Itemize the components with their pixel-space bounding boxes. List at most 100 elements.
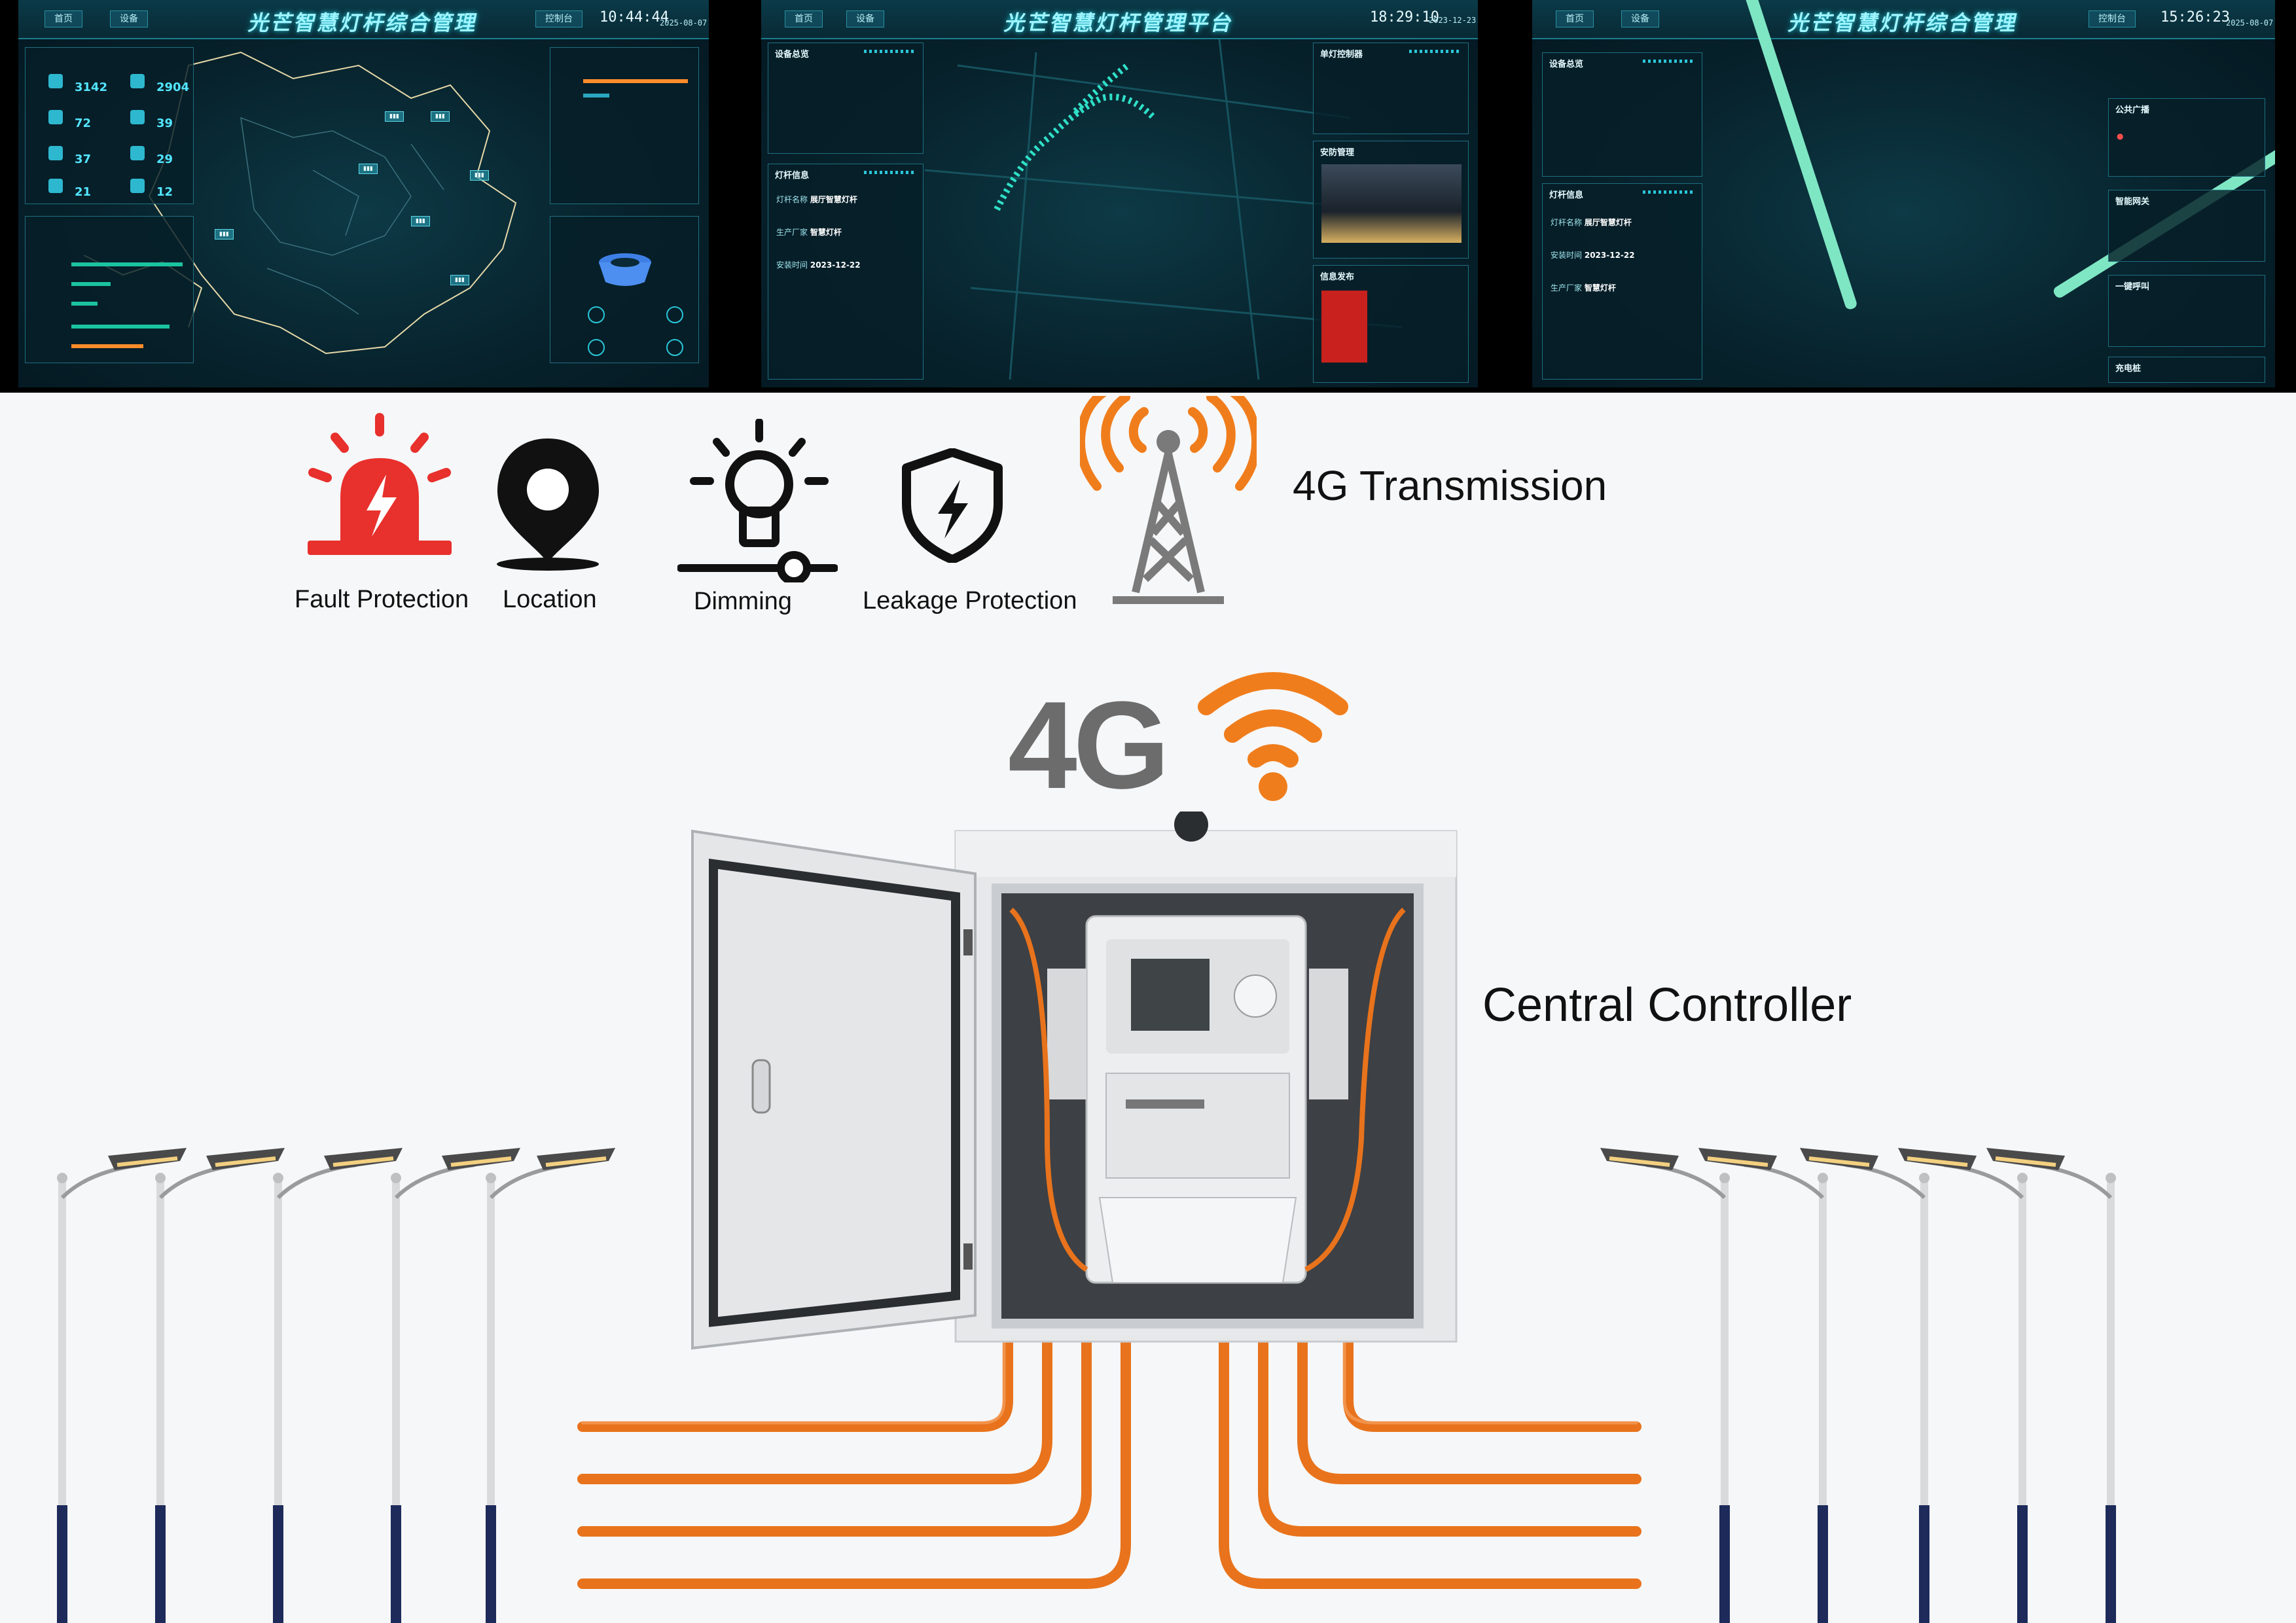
- panel-title: 充电桩: [2115, 364, 2142, 374]
- street-lamp-icon: [1698, 1148, 1828, 1623]
- device-stat-icon: [130, 74, 145, 88]
- dashboard-1: 首页 设备 光芒智慧灯杆综合管理 控制台 10:44:44 2025-08-07…: [18, 0, 709, 387]
- map-marker-label: ▮▮▮: [450, 275, 469, 285]
- camera-feed-image[interactable]: [1321, 164, 1462, 243]
- cell-tower-icon: [1075, 386, 1261, 615]
- panel-title: 单灯控制器: [1320, 50, 1363, 60]
- street-lamp-icon: [1600, 1148, 1730, 1623]
- dashboard-3-charging-panel: 充电桩: [2108, 357, 2265, 383]
- transmission-label: 4G Transmission: [1293, 462, 1607, 509]
- dashboard-2-header: 首页 设备 光芒智慧灯杆管理平台 18:29:10 2023-12-23: [761, 0, 1478, 39]
- dashboard-2-pole-info-panel: 灯杆信息 灯杆名称 展厅智慧灯杆 生产厂家 智慧灯杆 安装时间 2023-12-…: [768, 164, 924, 380]
- dashboard-3-pole-info-panel: 灯杆信息 灯杆名称 展厅智慧灯杆 安装时间 2023-12-22 生产厂家 智慧…: [1542, 183, 1702, 380]
- panel-decor: [1643, 190, 1695, 194]
- device-stat-value: 29: [156, 152, 173, 166]
- dashboard-1-device-stats-panel: 3142 2904 72 39 37 29 21 12: [25, 47, 194, 204]
- cable-bundle-shade: [581, 1333, 1638, 1425]
- street-lamp-icon: [486, 1148, 615, 1623]
- device-stat-icon: [130, 179, 145, 193]
- alarm-bar: [71, 344, 143, 348]
- pole-info-row: 灯杆名称 展厅智慧灯杆: [776, 195, 857, 204]
- feature-label-leakage-protection: Leakage Protection: [863, 587, 1077, 615]
- street-lamp-icon: [155, 1148, 285, 1623]
- dashboard-3-header: 首页 设备 光芒智慧灯杆综合管理 控制台 15:26:23 2025-08-07: [1532, 0, 2275, 39]
- dashboard-2-date: 2023-12-23: [1429, 16, 1477, 25]
- street-lamp-icon: [273, 1148, 403, 1623]
- dashboard-2-nav-home[interactable]: 首页: [785, 10, 823, 27]
- panel-decor: [1643, 60, 1695, 63]
- broadcast-status: ●: [2117, 132, 2124, 141]
- panel-title: 智能网关: [2115, 197, 2150, 207]
- dashboard-1-time: 10:44:44: [600, 9, 669, 26]
- panel-title: 设备总览: [1549, 60, 1584, 69]
- panel-decor: [864, 50, 916, 53]
- wifi-icon: [1194, 661, 1352, 804]
- dashboard-1-nav-device[interactable]: 设备: [110, 10, 148, 27]
- street-lamps: [0, 1139, 2296, 1623]
- map-marker-label: ▮▮▮: [359, 164, 378, 174]
- dashboard-2-publish-panel: 信息发布: [1313, 265, 1469, 383]
- device-stat-value: 12: [156, 185, 173, 199]
- device-stat-value: 2904: [156, 80, 190, 94]
- controller-label: Central Controller: [1482, 979, 1852, 1031]
- device-stat-value: 37: [75, 152, 92, 166]
- map-marker-label: ▮▮▮: [215, 229, 234, 240]
- online-bar: [583, 94, 609, 98]
- dashboard-2-security-panel: 安防管理: [1313, 141, 1469, 259]
- cable-bundle: [577, 1330, 1641, 1589]
- dashboard-2-lamp-controller-panel: 单灯控制器: [1313, 43, 1469, 134]
- shield-bolt-icon: [900, 448, 1005, 565]
- dashboard-2-map: [924, 39, 1403, 380]
- dashboard-3-overview-panel: 设备总览: [1542, 52, 1702, 177]
- feature-label-fault-protection: Fault Protection: [295, 586, 469, 613]
- feature-label-dimming: Dimming: [694, 588, 792, 615]
- map-marker-label: ▮▮▮: [431, 111, 450, 122]
- device-stat-icon: [48, 179, 63, 193]
- dashboard-1-energy-panel: [550, 216, 699, 363]
- dashboard-2-overview-panel: 设备总览: [768, 43, 924, 154]
- map-pin-icon: [494, 432, 602, 575]
- panel-title: 灯杆信息: [775, 171, 810, 181]
- network-4g-label: 4G: [1008, 676, 1170, 815]
- dashboard-3-nav-console[interactable]: 控制台: [2089, 10, 2136, 27]
- dashboard-3-date: 2025-08-07: [2226, 18, 2274, 27]
- device-stat-value: 39: [156, 116, 173, 130]
- panel-title: 一键呼叫: [2115, 282, 2150, 292]
- dashboard-3-nav-device[interactable]: 设备: [1621, 10, 1659, 27]
- pole-info-row: 安装时间 2023-12-22: [776, 260, 861, 270]
- dashboard-1-alarm-panel: [25, 216, 194, 363]
- alarm-bar: [71, 262, 183, 266]
- dashboard-1-nav-console[interactable]: 控制台: [535, 10, 583, 27]
- control-cabinet-icon: [691, 812, 1458, 1350]
- online-bar: [583, 79, 688, 83]
- dashboard-1-header: 首页 设备 光芒智慧灯杆综合管理 控制台 10:44:44 2025-08-07: [18, 0, 709, 39]
- panel-title: 灯杆信息: [1549, 190, 1584, 200]
- device-stat-value: 72: [75, 116, 92, 130]
- device-stat-icon: [48, 74, 63, 88]
- street-lamp-icon: [391, 1148, 520, 1623]
- dashboard-2-nav-device[interactable]: 设备: [846, 10, 884, 27]
- panel-decor: [864, 171, 916, 174]
- dimming-bulb-icon: [677, 418, 838, 585]
- energy-donut-icon: [588, 253, 683, 356]
- pole-info-row: 灯杆名称 展厅智慧灯杆: [1551, 218, 1632, 227]
- panel-title: 设备总览: [775, 50, 810, 60]
- dashboard-1-nav-home[interactable]: 首页: [45, 10, 82, 27]
- dashboard-screenshots-strip: 首页 设备 光芒智慧灯杆综合管理 控制台 10:44:44 2025-08-07…: [0, 0, 2296, 393]
- dashboard-3-gateway-panel: 智能网关: [2108, 190, 2265, 262]
- street-lamp-icon: [57, 1148, 187, 1623]
- panel-decor: [1409, 50, 1462, 53]
- feature-label-location: Location: [503, 586, 597, 613]
- panel-title: 安防管理: [1320, 148, 1355, 158]
- alarm-bar: [71, 325, 170, 329]
- street-lamp-icon: [1898, 1148, 2028, 1623]
- pole-info-row: 生产厂家 智慧灯杆: [1551, 283, 1616, 293]
- device-stat-value: 3142: [75, 80, 108, 94]
- alarm-light-icon: [301, 412, 458, 565]
- dashboard-2-title: 光芒智慧灯杆管理平台: [1002, 10, 1237, 35]
- dashboard-2: 首页 设备 光芒智慧灯杆管理平台 18:29:10 2023-12-23 设备总…: [761, 0, 1478, 387]
- device-stat-icon: [130, 146, 145, 160]
- dashboard-3: 首页 设备 光芒智慧灯杆综合管理 控制台 15:26:23 2025-08-07…: [1532, 0, 2275, 387]
- dashboard-3-nav-home[interactable]: 首页: [1556, 10, 1594, 27]
- dashboard-2-time: 18:29:10: [1370, 9, 1439, 26]
